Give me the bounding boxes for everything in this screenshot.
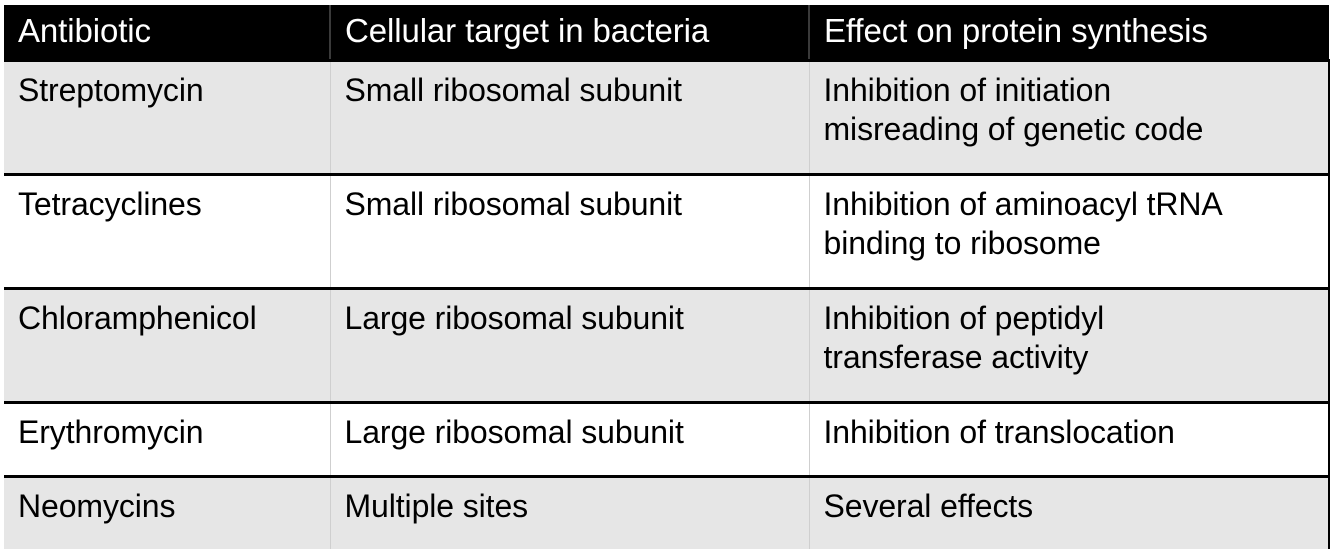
table-container: Antibiotic Cellular target in bacteria E… <box>4 5 1330 549</box>
table-body: Streptomycin Small ribosomal subunit Inh… <box>4 58 1330 549</box>
cell-effect: Several effects <box>809 474 1330 549</box>
table-row: Streptomycin Small ribosomal subunit Inh… <box>4 58 1330 175</box>
antibiotics-table: Antibiotic Cellular target in bacteria E… <box>4 5 1330 549</box>
cell-cellular-target: Small ribosomal subunit <box>330 172 810 289</box>
table-row: Chloramphenicol Large ribosomal subunit … <box>4 286 1330 403</box>
cell-effect-line-2: binding to ribosome <box>823 224 1101 261</box>
cell-cellular-target: Large ribosomal subunit <box>330 400 810 477</box>
cell-effect-line-2: misreading of genetic code <box>823 110 1204 147</box>
cell-effect-line-1: Inhibition of aminoacyl tRNA <box>823 185 1223 222</box>
header-row: Antibiotic Cellular target in bacteria E… <box>4 5 1329 61</box>
table-row: Neomycins Multiple sites Several effects <box>4 474 1330 549</box>
table-header: Antibiotic Cellular target in bacteria E… <box>4 5 1329 61</box>
cell-effect: Inhibition of initiation misreading of g… <box>809 58 1330 175</box>
column-header-effect: Effect on protein synthesis <box>809 5 1329 61</box>
cell-antibiotic: Tetracyclines <box>4 172 331 289</box>
cell-effect-line-2: transferase activity <box>823 338 1089 375</box>
cell-effect: Inhibition of translocation <box>809 400 1330 477</box>
cell-antibiotic: Neomycins <box>4 474 331 549</box>
cell-effect-line-1: Inhibition of initiation <box>823 71 1112 108</box>
cell-cellular-target: Multiple sites <box>330 474 810 549</box>
cell-antibiotic: Chloramphenicol <box>4 286 331 403</box>
cell-effect-line-1: Inhibition of translocation <box>823 413 1175 450</box>
cell-antibiotic: Erythromycin <box>4 400 331 477</box>
table-row: Tetracyclines Small ribosomal subunit In… <box>4 172 1330 289</box>
cell-antibiotic: Streptomycin <box>4 58 331 175</box>
cell-effect-line-1: Several effects <box>823 487 1034 524</box>
cell-effect: Inhibition of peptidyl transferase activ… <box>809 286 1330 403</box>
cell-cellular-target: Large ribosomal subunit <box>330 286 810 403</box>
cell-effect: Inhibition of aminoacyl tRNA binding to … <box>809 172 1330 289</box>
column-header-cellular-target: Cellular target in bacteria <box>330 5 810 61</box>
cell-effect-line-1: Inhibition of peptidyl <box>823 299 1105 336</box>
column-header-antibiotic: Antibiotic <box>4 5 331 61</box>
table-row: Erythromycin Large ribosomal subunit Inh… <box>4 400 1330 477</box>
cell-cellular-target: Small ribosomal subunit <box>330 58 810 175</box>
